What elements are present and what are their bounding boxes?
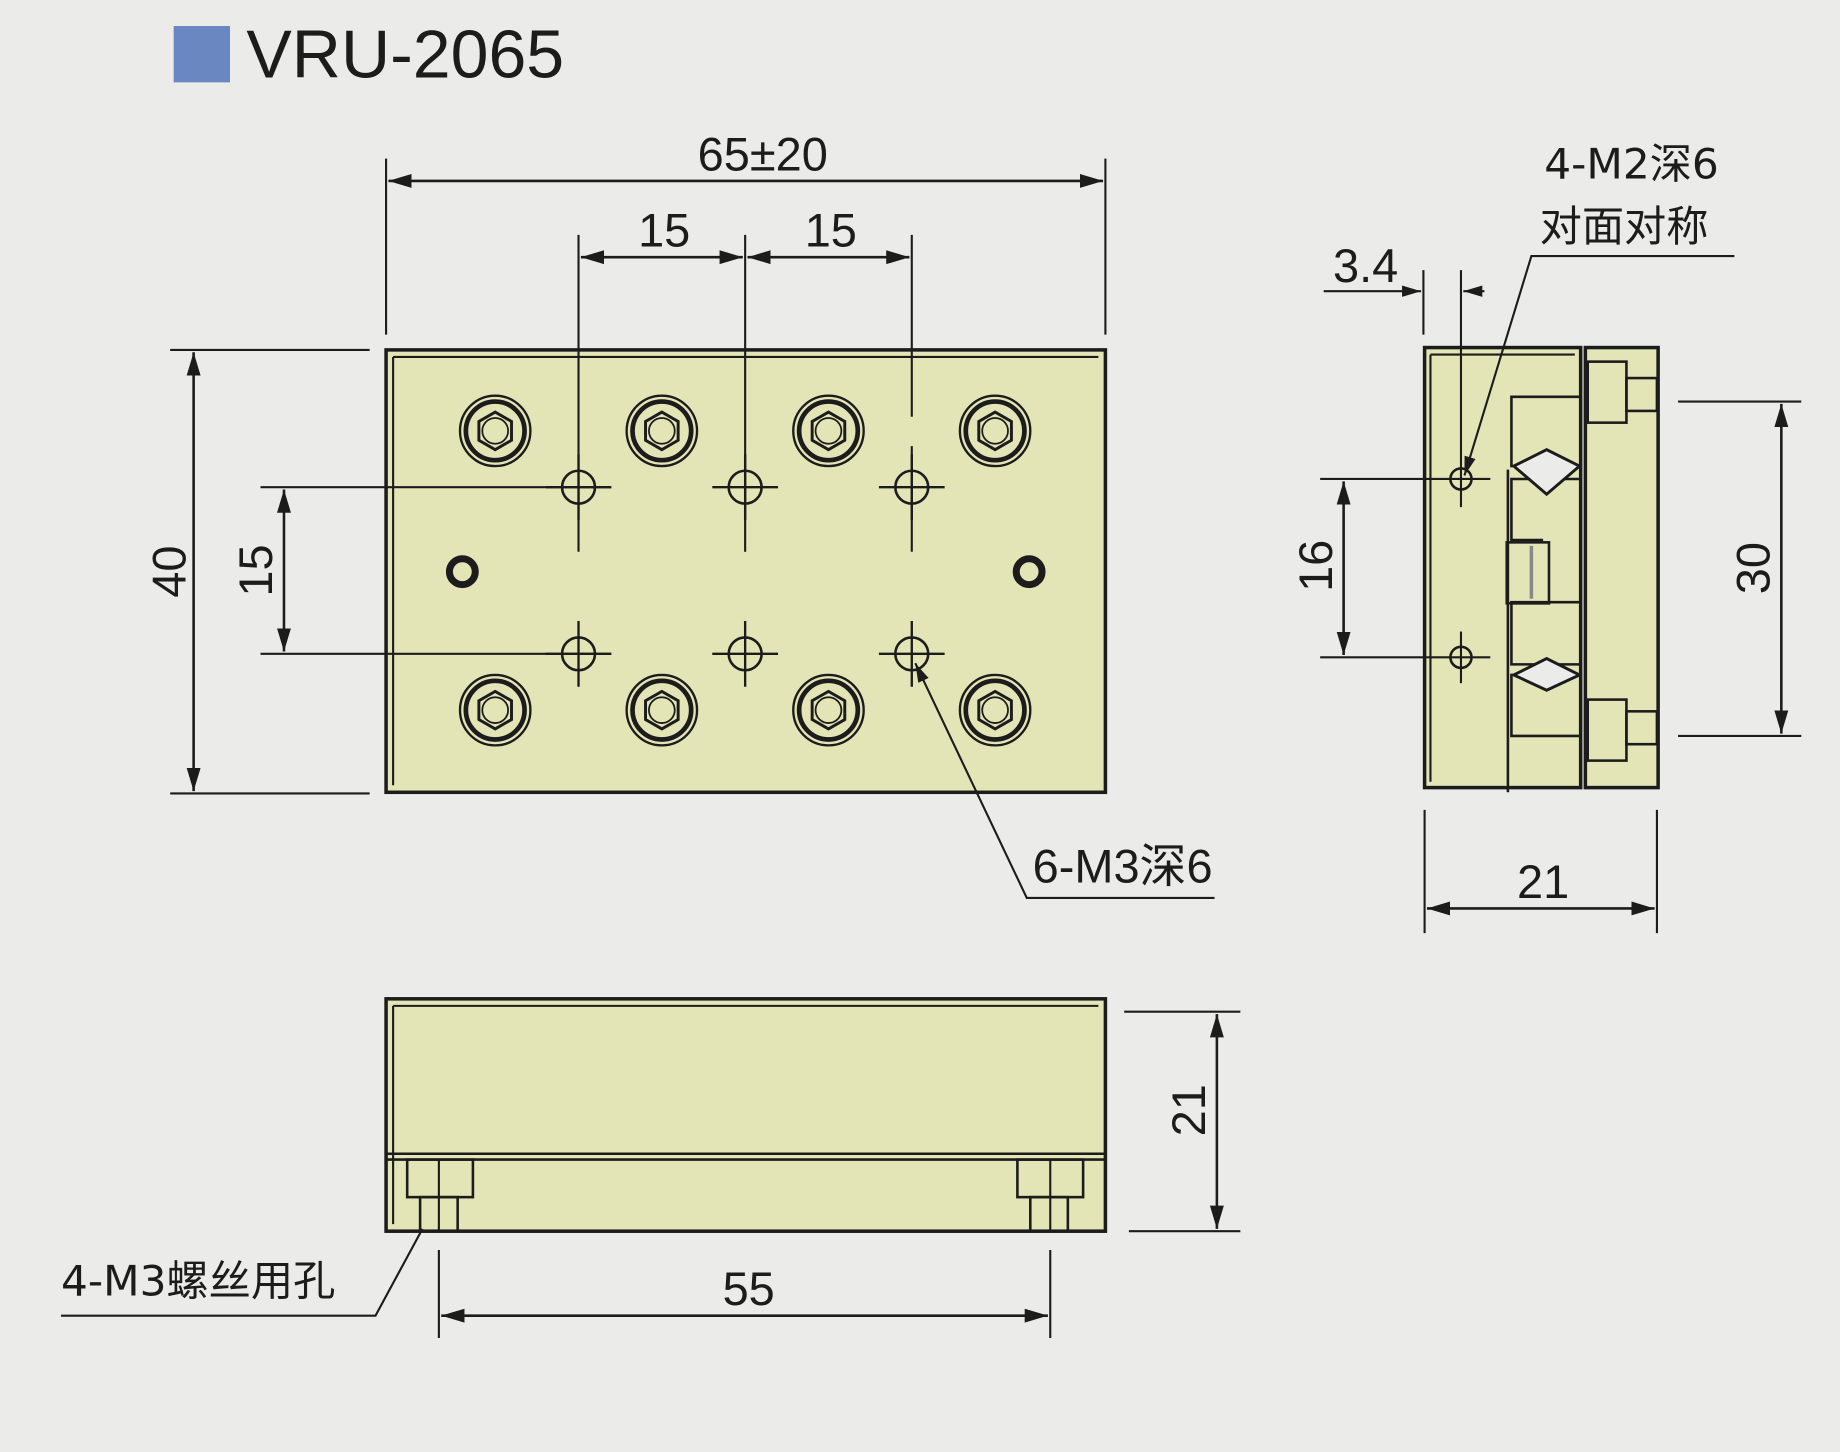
side-dim-offset-label: 3.4 (1333, 240, 1398, 292)
m3-hole-icon (878, 620, 945, 687)
callout-m2-line1: 4-M2深6 (1544, 140, 1719, 189)
callout-m2-line2: 对面对称 (1540, 202, 1709, 251)
front-dim-height-label: 21 (1163, 1084, 1215, 1136)
model-title: VRU-2065 (246, 17, 564, 93)
title-marker (173, 26, 230, 83)
cap-screw-icon (625, 673, 699, 747)
cap-screw-icon (792, 673, 865, 747)
cap-screw-icon (625, 394, 699, 468)
pin-hole-left (445, 555, 479, 589)
m3-holes (545, 454, 945, 687)
pin-hole-right (1012, 555, 1046, 589)
dim-pitch-1-label: 15 (638, 205, 690, 257)
m3-hole-icon (712, 454, 779, 521)
m3-hole-icon (878, 454, 945, 521)
cap-screws (458, 394, 1032, 747)
side-view: 16 30 3.4 4-M2深6 对面对称 21 (1290, 140, 1802, 934)
side-view-block-left (1422, 345, 1583, 790)
cap-screw-icon (458, 394, 532, 468)
cap-screw-icon (958, 673, 1032, 747)
cap-screw-icon (958, 394, 1032, 468)
top-view: 65±20 15 15 40 15 6-M3深6 (143, 128, 1215, 899)
dim-height-label: 40 (143, 546, 195, 598)
dim-pitch-2-label: 15 (805, 205, 857, 257)
side-dim-width-label: 21 (1517, 856, 1569, 908)
callout-m3-screw-holes: 4-M3螺丝用孔 (61, 1257, 335, 1306)
m3-hole-icon (545, 620, 612, 687)
front-view-block (384, 997, 1108, 1233)
front-dim-mount-spacing-label: 55 (723, 1263, 775, 1315)
m3-hole-icon (545, 454, 612, 521)
cap-screw-icon (792, 394, 865, 468)
side-view-block-right (1583, 345, 1660, 790)
front-view: 21 55 4-M3螺丝用孔 (61, 997, 1241, 1338)
side-dim-mount-spacing-label: 30 (1728, 542, 1780, 594)
dim-hole-spacing-label: 15 (230, 544, 282, 596)
side-dim-hole-spacing-label: 16 (1290, 540, 1342, 592)
dim-width-label: 65±20 (698, 128, 828, 180)
m3-hole-icon (712, 620, 779, 687)
callout-m3-holes: 6-M3深6 (1033, 841, 1213, 893)
cap-screw-icon (458, 673, 532, 747)
